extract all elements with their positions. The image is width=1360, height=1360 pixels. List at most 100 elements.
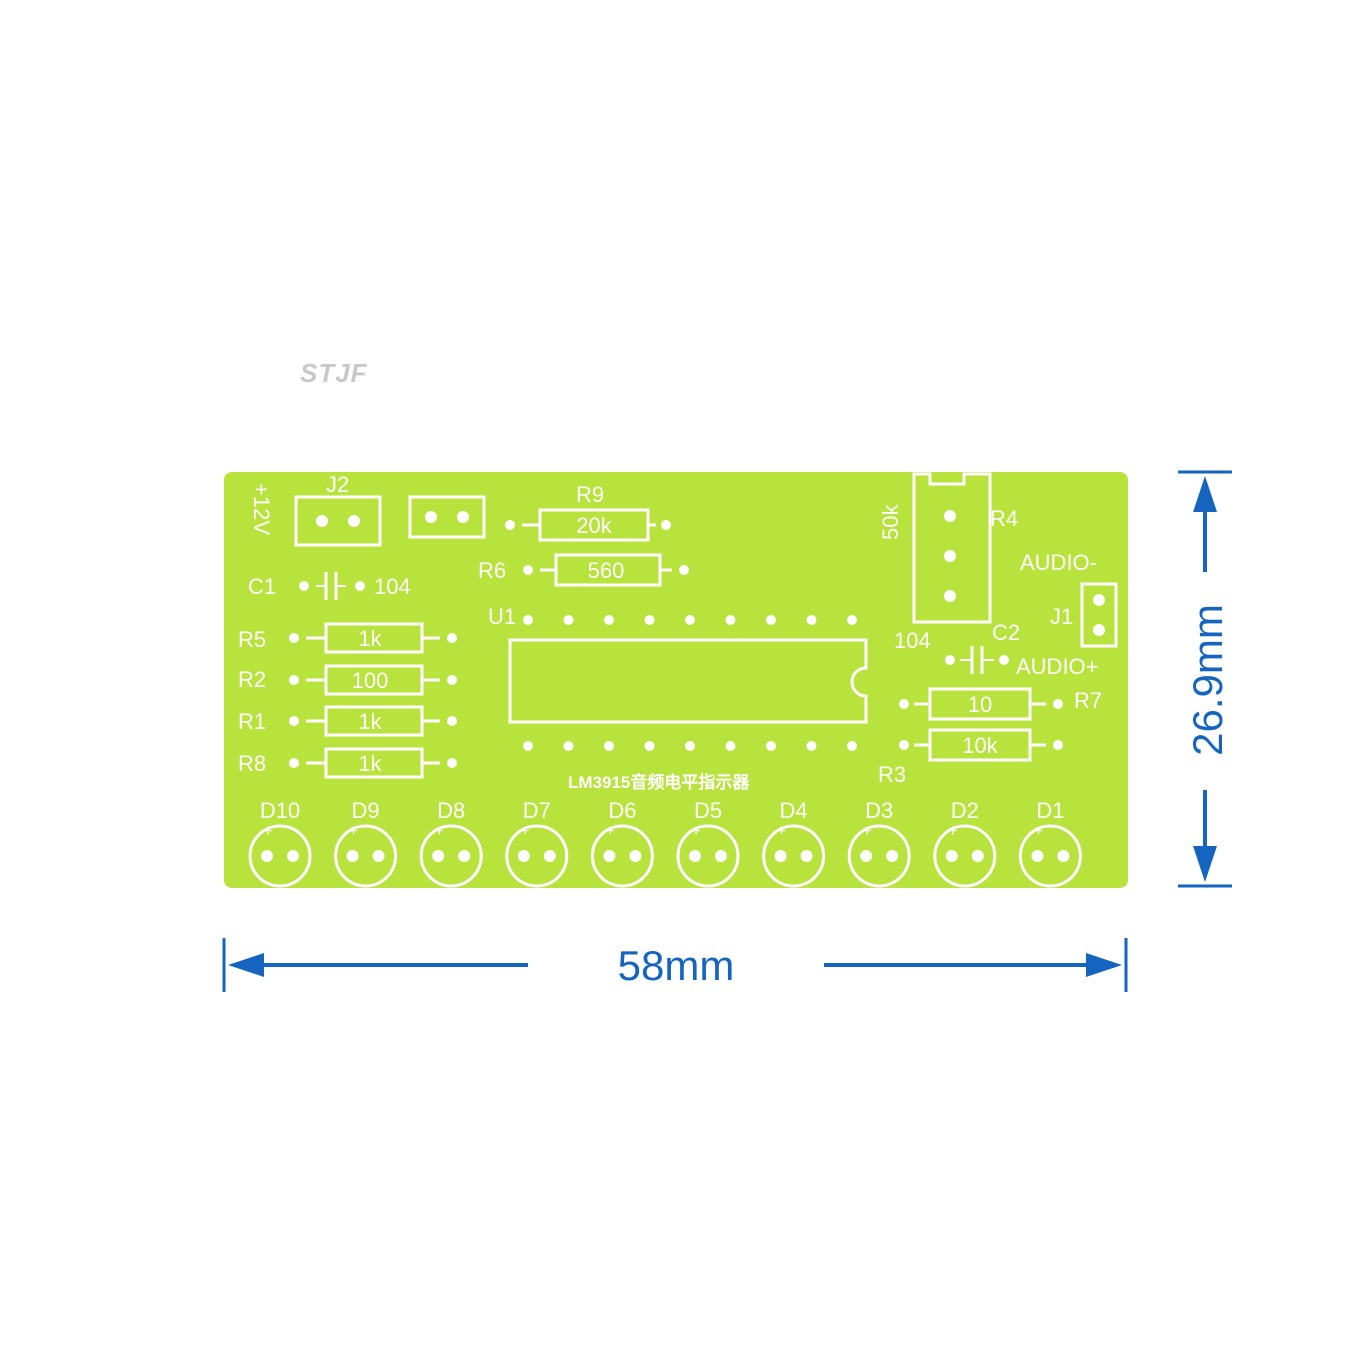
led-pad [458, 850, 471, 862]
height-dimension: 26.9mm [1178, 470, 1232, 888]
j1-connector [1080, 582, 1118, 648]
c2-pad [945, 655, 955, 665]
led-label: D2 [951, 798, 979, 823]
u1-pad [685, 741, 695, 751]
u1-pad [766, 741, 776, 751]
u1-pad [806, 741, 817, 751]
r7-ref: R7 [1074, 688, 1102, 713]
j2-pin [348, 515, 360, 527]
r3-ref: R3 [878, 762, 906, 787]
led-plus-mark: + [263, 823, 272, 840]
r1-pad [289, 716, 299, 726]
u1-pad [766, 615, 776, 625]
led-plus-mark: + [777, 823, 786, 840]
r3-pad [1053, 740, 1063, 750]
r6-value: 560 [588, 558, 625, 583]
board-title: LM3915音频电平指示器 [568, 772, 750, 792]
r7-pad [1053, 699, 1063, 709]
led-label: D6 [608, 798, 636, 823]
led-outline [248, 824, 312, 888]
led-pad [543, 850, 556, 862]
u1-bottom-pad-row [523, 741, 857, 751]
led-pad [774, 850, 787, 862]
r8-pad [289, 758, 299, 768]
led-plus-mark: + [948, 823, 957, 840]
led-pad [432, 850, 445, 862]
led-outline [847, 824, 911, 888]
width-dimension: 58mm [222, 938, 1128, 992]
led-outline [762, 824, 826, 888]
led-pad [372, 850, 385, 862]
u1-pad [725, 741, 736, 751]
audio-minus-label: AUDIO- [1020, 550, 1097, 575]
r9-pad [661, 520, 671, 530]
led-plus-mark: + [520, 823, 529, 840]
c2-pad [999, 655, 1009, 665]
led-footprint: D2+ [933, 798, 997, 888]
aux-connector [408, 495, 486, 539]
u1-pad [644, 615, 655, 625]
r9-pad [505, 520, 515, 530]
j2-label: J2 [326, 472, 349, 497]
j1-pin [1093, 624, 1105, 636]
r5-pad [289, 633, 299, 643]
led-footprint: D10+ [248, 798, 312, 888]
r4-value: 50k [878, 504, 903, 540]
led-outline [505, 824, 569, 888]
u1-top-pad-row [523, 615, 857, 625]
aux-pin [425, 511, 437, 523]
led-pad [971, 850, 984, 862]
r4-pin [944, 550, 956, 562]
r1-pad [447, 716, 457, 726]
led-outline [1018, 824, 1082, 888]
height-label: 26.9mm [1184, 604, 1231, 756]
r7-pad [899, 699, 909, 709]
led-pad [689, 850, 701, 862]
u1-pad [847, 741, 857, 751]
c2-value: 104 [894, 628, 931, 653]
r2-value: 100 [352, 668, 389, 693]
led-plus-mark: + [1034, 823, 1043, 840]
led-label: D9 [352, 798, 380, 823]
led-plus-mark: + [349, 823, 358, 840]
u1-pad [725, 615, 736, 625]
led-footprint: D8+ [419, 798, 483, 888]
led-footprint: D5+ [676, 798, 740, 888]
r5-ref: R5 [238, 627, 266, 652]
j1-pin [1093, 594, 1105, 606]
r4-ref: R4 [990, 506, 1018, 531]
led-outline [419, 824, 483, 888]
pcb-board [224, 472, 1128, 888]
resistor-r2: R2 100 [238, 664, 457, 696]
c1-pad [299, 581, 309, 591]
u1-pad [563, 741, 574, 751]
led-plus-mark: + [606, 823, 615, 840]
r5-pad [447, 633, 457, 643]
r8-pad [447, 758, 457, 768]
led-footprint: D9+ [334, 798, 398, 888]
led-label: D10 [260, 798, 300, 823]
led-label: D8 [437, 798, 465, 823]
j2-pin [316, 515, 328, 527]
led-pad [629, 850, 642, 862]
led-outline [676, 824, 740, 888]
r8-value: 1k [358, 751, 382, 776]
watermark-text: STJF [300, 358, 368, 388]
u1-outline [508, 638, 868, 724]
led-footprint: D4+ [762, 798, 826, 888]
led-outline [933, 824, 997, 888]
resistor-r8: R8 1k [238, 747, 457, 779]
width-label: 58mm [618, 942, 735, 989]
led-outline [334, 824, 398, 888]
r2-pad [289, 675, 299, 685]
r7-value: 10 [968, 692, 992, 717]
audio-plus-label: AUDIO+ [1016, 654, 1099, 679]
u1-pad [644, 741, 655, 751]
led-footprint: D7+ [505, 798, 569, 888]
led-footprint: D3+ [847, 798, 911, 888]
r5-value: 1k [358, 626, 382, 651]
u1-pad [523, 615, 533, 625]
u1-pad [604, 615, 614, 625]
led-pad [860, 850, 873, 862]
